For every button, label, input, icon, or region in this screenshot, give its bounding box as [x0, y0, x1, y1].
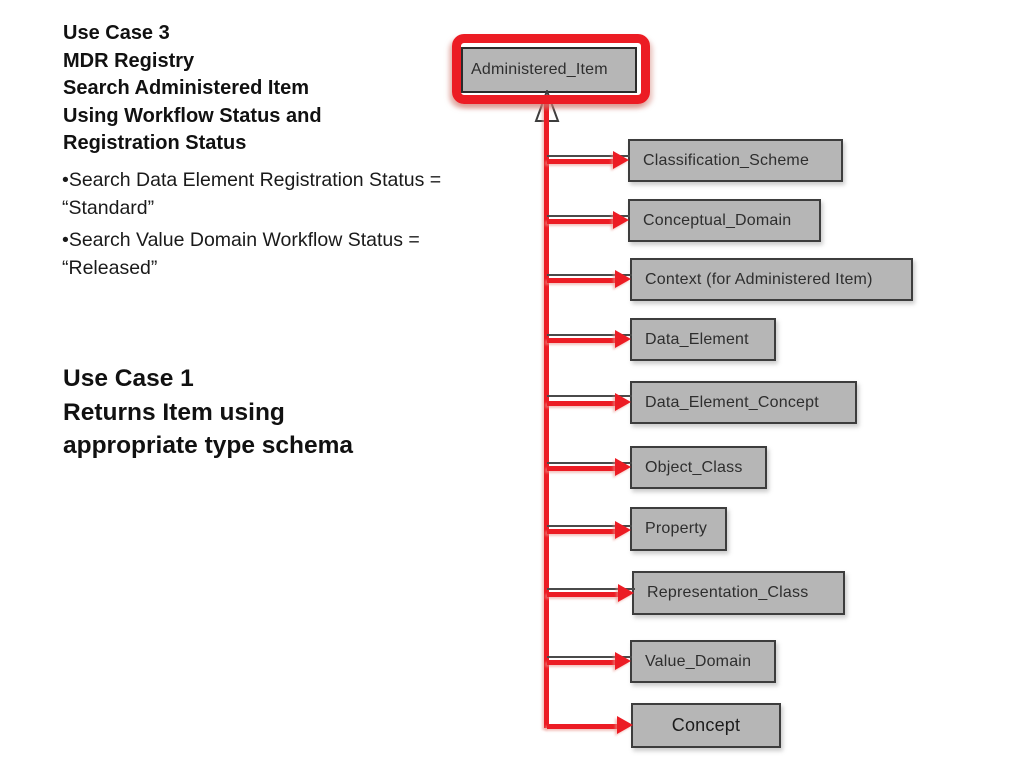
connector-representation-class: [547, 583, 635, 603]
class-box-representation-class: Representation_Class: [632, 571, 845, 615]
red-annotation-trunk: [544, 97, 549, 728]
red-arrowhead-icon: [617, 716, 633, 734]
red-arrowhead-icon: [615, 393, 631, 411]
connector-data-element-concept: [547, 392, 632, 412]
class-box-data-element: Data_Element: [630, 318, 776, 361]
red-arrowhead-icon: [615, 521, 631, 539]
red-arrowhead-icon: [613, 151, 629, 169]
connector-object-class: [547, 457, 632, 477]
bullet-search-workflow-status: •Search Value Domain Workflow Status = “…: [62, 229, 420, 279]
connector-data-element: [547, 329, 632, 349]
class-box-classification-scheme: Classification_Scheme: [628, 139, 843, 182]
connector-value-domain: [547, 651, 632, 671]
red-arrowhead-icon: [613, 211, 629, 229]
class-box-context: Context (for Administered Item): [630, 258, 913, 301]
use-case-1-heading: Use Case 1 Returns Item using appropriat…: [63, 365, 354, 459]
connector-context: [547, 269, 632, 289]
red-arrowhead-icon: [615, 458, 631, 476]
class-box-value-domain: Value_Domain: [630, 640, 776, 683]
connector-classification-scheme: [547, 150, 630, 170]
connector-conceptual-domain: [547, 210, 630, 230]
bullet-search-registration-status: •Search Data Element Registration Status…: [62, 169, 442, 219]
red-arrowhead-icon: [615, 270, 631, 288]
class-box-concept: Concept: [631, 703, 781, 748]
red-arrowhead-icon: [615, 652, 631, 670]
class-box-conceptual-domain: Conceptual_Domain: [628, 199, 821, 242]
class-box-data-element-concept: Data_Element_Concept: [630, 381, 857, 424]
red-arrowhead-icon: [615, 330, 631, 348]
administered-item-red-highlight: [452, 34, 650, 104]
class-box-property: Property: [630, 507, 727, 551]
class-box-object-class: Object_Class: [630, 446, 767, 489]
connector-concept: [547, 715, 634, 735]
red-arrowhead-icon: [618, 584, 634, 602]
class-box-administered-item: Administered_Item: [461, 47, 637, 93]
connector-property: [547, 520, 632, 540]
use-case-3-heading: Use Case 3 MDR Registry Search Administe…: [63, 22, 322, 154]
